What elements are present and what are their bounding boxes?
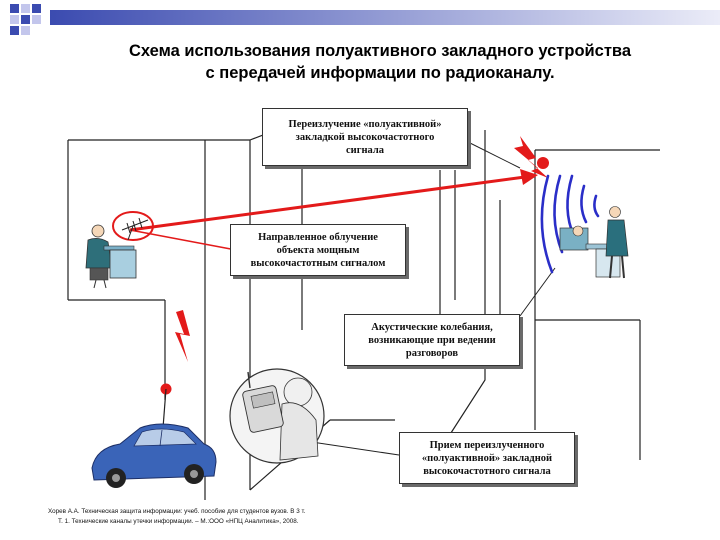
source-line-2: Т. 1. Технические каналы утечки информац… [58, 517, 299, 525]
callout-reradiation-text: Переизлучение «полуактивной» закладкой в… [288, 118, 442, 156]
callout-reception-text: Прием переизлученного «полуактивной» зак… [421, 439, 553, 477]
building-left [67, 139, 251, 500]
source-line-1: Хорев А.А. Техническая защита информации… [48, 508, 306, 515]
beam-arrowhead-icon [520, 169, 538, 185]
slide-title-line-1: Схема использования полуактивного заклад… [128, 42, 632, 60]
callout-reception: Прием переизлученного «полуактивной» зак… [399, 432, 575, 484]
handheld-receiver-icon [229, 368, 325, 464]
source-citation: Хорев А.А. Техническая защита информации… [48, 507, 305, 526]
operator-person-icon [85, 224, 137, 289]
lightning-icon-rooftop [514, 136, 548, 178]
slide-header-decoration [10, 4, 720, 35]
callout-irradiation: Направленное облучение объекта мощным вы… [230, 224, 406, 276]
callout-pointer-3 [519, 267, 556, 317]
signal-beam [129, 169, 538, 251]
callout-irradiation-text: Направленное облучение объекта мощным вы… [250, 231, 386, 269]
radio-waves-icon [540, 174, 600, 274]
callout-acoustic: Акустические колебания, возникающие при … [344, 314, 520, 366]
callout-reradiation: Переизлучение «полуактивной» закладкой в… [262, 108, 468, 166]
antenna-highlight-ellipse [112, 211, 154, 241]
car-icon [91, 423, 217, 488]
office-person-icon [559, 206, 629, 279]
slide-title-line-2: с передачей информации по радиоканалу. [205, 64, 555, 82]
antenna-icon [121, 217, 149, 241]
building-right [534, 149, 660, 460]
callout-acoustic-text: Акустические колебания, возникающие при … [368, 321, 496, 359]
callout-pointer-1 [467, 141, 521, 169]
lightning-icon-car [175, 310, 190, 362]
bug-device-dot [537, 157, 549, 169]
